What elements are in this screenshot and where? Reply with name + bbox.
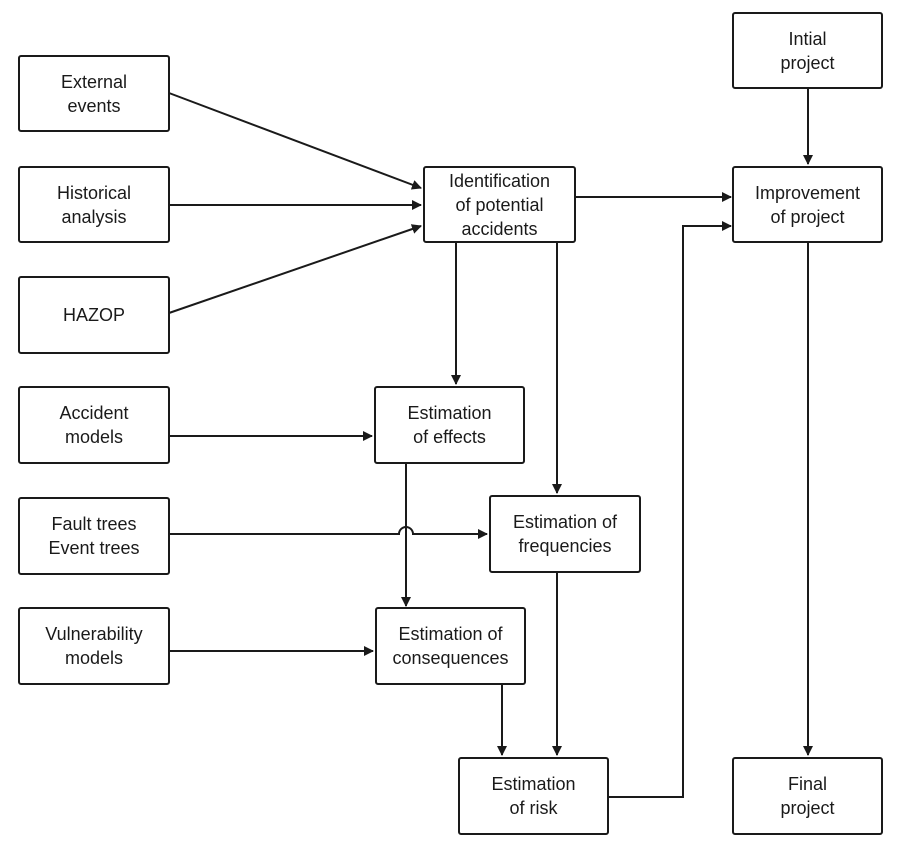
node-estimation-risk: Estimation of risk [458, 757, 609, 835]
node-line: events [67, 95, 121, 116]
node-line: Final [787, 774, 827, 794]
node-line: HAZOP [62, 305, 125, 325]
edge-hazop-to-identification [168, 224, 422, 314]
node-improvement-project: Improvement of project [732, 166, 883, 243]
node-line: Identification [448, 170, 551, 191]
node-initial-project: Intial project [732, 12, 883, 89]
node-estimation-frequencies: Estimation of frequencies [489, 495, 641, 573]
node-line: Accident [59, 403, 129, 423]
node-line: analysis [61, 206, 127, 227]
edge-external-to-identification [168, 92, 422, 190]
node-line: of effects [413, 427, 486, 447]
node-line: Improvement [754, 182, 861, 203]
node-line: Historical [56, 182, 131, 203]
node-identification: Identification of potential accidents [423, 166, 576, 243]
node-line: accidents [461, 218, 538, 239]
node-line: Intial [788, 28, 827, 49]
node-line: project [780, 798, 835, 818]
node-line: of risk [509, 798, 558, 818]
edge-risk-to-improvement [608, 221, 732, 798]
node-external-events: External events [18, 55, 170, 132]
node-fault-event-trees: Fault trees Event trees [18, 497, 170, 575]
node-line: of project [770, 206, 845, 227]
node-line: consequences [392, 648, 509, 668]
node-line: frequencies [518, 536, 612, 556]
node-line: Estimation of [398, 624, 503, 644]
node-estimation-effects: Estimation of effects [374, 386, 525, 464]
node-final-project: Final project [732, 757, 883, 835]
node-line: Event trees [48, 538, 140, 558]
node-estimation-consequences: Estimation of consequences [375, 607, 526, 685]
node-line: of potential [455, 194, 544, 215]
node-line: Estimation [407, 403, 492, 423]
node-line: Estimation of [512, 512, 618, 532]
node-vulnerability-models: Vulnerability models [18, 607, 170, 685]
node-line: project [780, 52, 835, 73]
node-line: Estimation [491, 774, 576, 794]
node-accident-models: Accident models [18, 386, 170, 464]
edge-fault-trees-to-frequencies [169, 526, 488, 539]
node-hazop: HAZOP [18, 276, 170, 354]
node-line: External [60, 71, 128, 92]
node-line: models [64, 648, 124, 668]
node-historical-analysis: Historical analysis [18, 166, 170, 243]
node-line: models [64, 427, 124, 447]
node-line: Fault trees [51, 514, 137, 534]
node-line: Vulnerability [45, 624, 143, 644]
